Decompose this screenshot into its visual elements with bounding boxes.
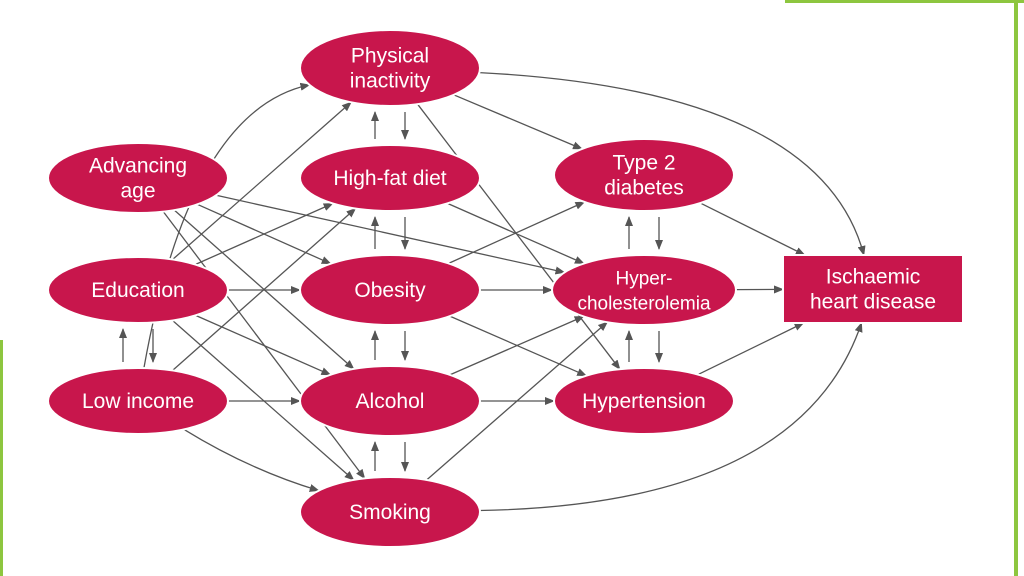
node-label-line: Hypertension bbox=[582, 390, 706, 413]
node-label-line: diabetes bbox=[604, 177, 683, 200]
edge-physical-inactivity-to-type2-diabetes bbox=[453, 94, 583, 150]
node-label-line: heart disease bbox=[810, 291, 936, 314]
edge-smoking-to-hypercholesterolemia bbox=[426, 321, 609, 481]
node-shape bbox=[553, 138, 735, 212]
node-label-line: Education bbox=[91, 279, 184, 302]
node-shape bbox=[553, 367, 735, 435]
node-hypercholesterolemia: Hyper-cholesterolemia bbox=[551, 254, 737, 326]
node-shape bbox=[299, 144, 481, 212]
node-label-line: High-fat diet bbox=[333, 167, 446, 190]
node-education: Education bbox=[47, 256, 229, 324]
node-hypertension: Hypertension bbox=[553, 367, 735, 435]
edge-education-to-smoking bbox=[172, 320, 355, 481]
edge-education-to-physical-inactivity bbox=[172, 101, 352, 260]
node-shape bbox=[551, 254, 737, 326]
node-label-line: Physical bbox=[351, 45, 429, 68]
node-obesity: Obesity bbox=[299, 254, 481, 326]
node-label-line: Advancing bbox=[89, 155, 187, 178]
node-label-line: Smoking bbox=[349, 501, 431, 524]
node-alcohol: Alcohol bbox=[299, 365, 481, 437]
node-shape bbox=[299, 29, 481, 107]
node-label-line: Low income bbox=[82, 390, 194, 413]
node-shape bbox=[299, 254, 481, 326]
edge-smoking-to-ischaemic-heart-disease bbox=[479, 322, 863, 512]
node-label-line: inactivity bbox=[350, 70, 431, 93]
edge-low-income-to-smoking bbox=[183, 428, 320, 492]
node-label-line: cholesterolemia bbox=[577, 294, 710, 315]
node-label-line: Obesity bbox=[354, 279, 426, 302]
node-label-line: Ischaemic bbox=[826, 266, 921, 289]
edge-alcohol-to-hypercholesterolemia bbox=[449, 315, 585, 376]
node-label-line: Type 2 bbox=[612, 152, 675, 175]
node-shape bbox=[47, 367, 229, 435]
edge-low-income-to-physical-inactivity bbox=[143, 82, 311, 369]
edge-physical-inactivity-to-ischaemic-heart-disease bbox=[479, 71, 866, 256]
node-smoking: Smoking bbox=[299, 476, 481, 548]
node-label-line: age bbox=[120, 180, 155, 203]
node-label-line: Alcohol bbox=[356, 390, 425, 413]
edge-advancing-age-to-hypercholesterolemia bbox=[216, 194, 566, 275]
edge-hypertension-to-ischaemic-heart-disease bbox=[697, 322, 805, 376]
edge-education-to-high-fat-diet bbox=[195, 202, 334, 266]
node-shape bbox=[299, 365, 481, 437]
node-shape bbox=[47, 142, 229, 214]
node-low-income: Low income bbox=[47, 367, 229, 435]
edge-obesity-to-type2-diabetes bbox=[448, 201, 586, 264]
edge-physical-inactivity-to-hypertension bbox=[417, 103, 621, 370]
edge-obesity-to-hypertension bbox=[449, 315, 588, 377]
edge-type2-diabetes-to-ischaemic-heart-disease bbox=[700, 202, 806, 256]
node-high-fat-diet: High-fat diet bbox=[299, 144, 481, 212]
edges-layer bbox=[143, 71, 866, 512]
edge-low-income-to-high-fat-diet bbox=[172, 207, 357, 371]
node-shape bbox=[299, 476, 481, 548]
node-shape bbox=[47, 256, 229, 324]
node-label-line: Hyper- bbox=[615, 269, 672, 290]
bidirectional-arrows-layer bbox=[119, 111, 663, 472]
edge-education-to-alcohol bbox=[195, 314, 332, 376]
node-shape bbox=[782, 254, 964, 324]
